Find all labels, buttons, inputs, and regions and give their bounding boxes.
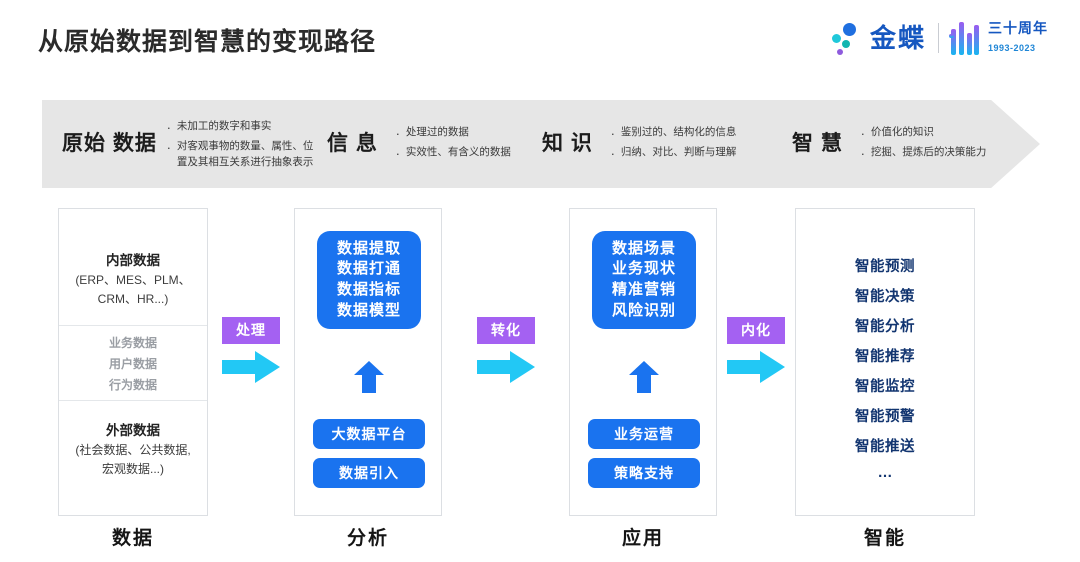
column-application-box: 数据场景 业务现状 精准营销 风险识别 业务运营 策略支持 <box>569 208 717 516</box>
intelligence-item: 智能监控 <box>855 379 915 395</box>
right-arrow-icon <box>727 351 785 383</box>
banner-segment-bullets: · 鉴别过的、结构化的信息 · 归纳、对比、判断与理解 <box>605 124 737 164</box>
bullet-dot-icon: · <box>860 125 866 141</box>
brand-name: 金蝶 <box>869 23 926 53</box>
intelligence-item: 智能推送 <box>855 439 915 455</box>
bullet-dot-icon: · <box>860 146 866 161</box>
connector-transformation: 转化 <box>477 317 535 388</box>
banner-segment-title: 智 慧 <box>792 132 843 156</box>
analysis-capability-card[interactable]: 数据提取 数据打通 数据指标 数据模型 <box>317 231 421 329</box>
internal-data-title: 内部数据 <box>106 253 160 268</box>
external-data-subtitle: (社会数据、公共数据, 宏观数据...) <box>75 443 191 476</box>
bullet-dot-icon: · <box>610 125 616 141</box>
banner-segment-bullets: · 处理过的数据 · 实效性、有含义的数据 <box>390 124 511 164</box>
banner-bullet: · 对客观事物的数量、属性、位 置及其相互关系进行抽象表示 <box>161 138 314 171</box>
banner-segment-raw-data: 原始 数据 · 未加工的数字和事实 · 对客观事物的数量、属性、位 置及其相互关… <box>62 100 313 188</box>
footer-label-application: 应用 <box>621 528 664 549</box>
footer-label-analysis: 分析 <box>346 528 389 549</box>
banner-bullet-text: 价值化的知识 <box>870 125 934 138</box>
application-pill-1[interactable]: 策略支持 <box>588 458 700 488</box>
analysis-pill-1[interactable]: 数据引入 <box>313 458 425 488</box>
data-types-block: 业务数据 用户数据 行为数据 <box>59 333 207 396</box>
brand-logo: 金蝶 三十周年 1993-2023 <box>830 18 1048 58</box>
anniversary-title: 三十周年 <box>988 19 1048 36</box>
intelligence-item: 智能决策 <box>855 289 915 305</box>
intelligence-list: 智能预测 智能决策 智能分析 智能推荐 智能监控 智能预警 智能推送 … <box>796 252 974 483</box>
connector-label: 处理 <box>222 317 280 344</box>
banner-segment-knowledge: 知 识 · 鉴别过的、结构化的信息 · 归纳、对比、判断与理解 <box>542 100 736 188</box>
banner-segment-bullets: · 价值化的知识 · 挖掘、提炼后的决策能力 <box>855 124 987 164</box>
banner-segment-information: 信 息 · 处理过的数据 · 实效性、有含义的数据 <box>327 100 511 188</box>
column-divider <box>59 325 207 326</box>
banner-bullet: · 鉴别过的、结构化的信息 <box>605 124 737 144</box>
kingdee-dots-icon <box>830 21 864 55</box>
banner-segment-title: 知 识 <box>542 132 593 156</box>
external-data-title: 外部数据 <box>106 423 160 438</box>
connector-processing: 处理 <box>222 317 280 388</box>
application-pill-0[interactable]: 业务运营 <box>588 419 700 449</box>
flow-up-arrow-icon <box>354 361 384 393</box>
intelligence-item: 智能推荐 <box>855 349 915 365</box>
stage-banner: 原始 数据 · 未加工的数字和事实 · 对客观事物的数量、属性、位 置及其相互关… <box>42 100 1040 188</box>
internal-data-block: 内部数据 (ERP、MES、PLM、 CRM、HR...) <box>59 251 207 308</box>
bullet-dot-icon: · <box>395 125 401 141</box>
right-arrow-icon <box>222 351 280 383</box>
intelligence-item: 智能预警 <box>855 409 915 425</box>
page-title: 从原始数据到智慧的变现路径 <box>38 28 377 56</box>
analysis-pill-0[interactable]: 大数据平台 <box>313 419 425 449</box>
banner-bullet-text: 归纳、对比、判断与理解 <box>620 146 737 158</box>
anniversary-mark-icon <box>949 21 981 55</box>
application-capability-lines: 数据场景 业务现状 精准营销 风险识别 <box>611 239 676 319</box>
bullet-dot-icon: · <box>610 146 616 161</box>
flow-up-arrow-icon <box>629 361 659 393</box>
connector-label: 转化 <box>477 317 535 344</box>
intelligence-ellipsis: … <box>877 464 893 481</box>
bullet-dot-icon: · <box>166 139 172 155</box>
data-type-item: 用户数据 <box>108 357 157 371</box>
banner-bullet-text: 挖掘、提炼后的决策能力 <box>870 146 987 158</box>
banner-bullet-text: 未加工的数字和事实 <box>176 119 272 132</box>
banner-bullet-text: 对客观事物的数量、属性、位 置及其相互关系进行抽象表示 <box>176 139 314 169</box>
banner-bullet-text: 处理过的数据 <box>405 125 469 138</box>
intelligence-item: 智能预测 <box>855 259 915 275</box>
column-intelligence-box: 智能预测 智能决策 智能分析 智能推荐 智能监控 智能预警 智能推送 … <box>795 208 975 516</box>
right-arrow-icon <box>477 351 535 383</box>
connector-internalization: 内化 <box>727 317 785 388</box>
intelligence-item: 智能分析 <box>855 319 915 335</box>
anniversary-text: 三十周年 1993-2023 <box>988 20 1048 57</box>
banner-segment-wisdom: 智 慧 · 价值化的知识 · 挖掘、提炼后的决策能力 <box>792 100 986 188</box>
banner-bullet: · 实效性、有含义的数据 <box>390 144 511 164</box>
column-data-box: 内部数据 (ERP、MES、PLM、 CRM、HR...) 业务数据 用户数据 … <box>58 208 208 516</box>
banner-bullet-text: 鉴别过的、结构化的信息 <box>620 125 737 138</box>
bullet-dot-icon: · <box>166 119 172 135</box>
application-capability-card[interactable]: 数据场景 业务现状 精准营销 风险识别 <box>592 231 696 329</box>
analysis-capability-lines: 数据提取 数据打通 数据指标 数据模型 <box>336 239 401 319</box>
banner-bullet: · 处理过的数据 <box>390 124 511 144</box>
banner-bullet-text: 实效性、有含义的数据 <box>405 146 511 158</box>
banner-bullet: · 未加工的数字和事实 <box>161 118 314 138</box>
logo-divider <box>938 23 939 53</box>
external-data-block: 外部数据 (社会数据、公共数据, 宏观数据...) <box>59 421 207 478</box>
internal-data-subtitle: (ERP、MES、PLM、 CRM、HR...) <box>75 273 191 306</box>
banner-segment-bullets: · 未加工的数字和事实 · 对客观事物的数量、属性、位 置及其相互关系进行抽象表… <box>161 118 314 171</box>
data-type-item: 业务数据 <box>108 336 157 350</box>
connector-label: 内化 <box>727 317 785 344</box>
bullet-dot-icon: · <box>395 146 401 161</box>
banner-bullet: · 挖掘、提炼后的决策能力 <box>855 144 987 164</box>
banner-segment-title: 信 息 <box>327 132 378 156</box>
anniversary-years: 1993-2023 <box>988 43 1036 53</box>
data-type-item: 行为数据 <box>108 378 157 392</box>
column-divider <box>59 400 207 401</box>
column-analysis-box: 数据提取 数据打通 数据指标 数据模型 大数据平台 数据引入 <box>294 208 442 516</box>
banner-bullet: · 归纳、对比、判断与理解 <box>605 144 737 164</box>
banner-bullet: · 价值化的知识 <box>855 124 987 144</box>
footer-label-intelligence: 智能 <box>863 528 906 549</box>
footer-label-data: 数据 <box>111 528 154 549</box>
banner-segment-title: 原始 数据 <box>62 132 157 156</box>
